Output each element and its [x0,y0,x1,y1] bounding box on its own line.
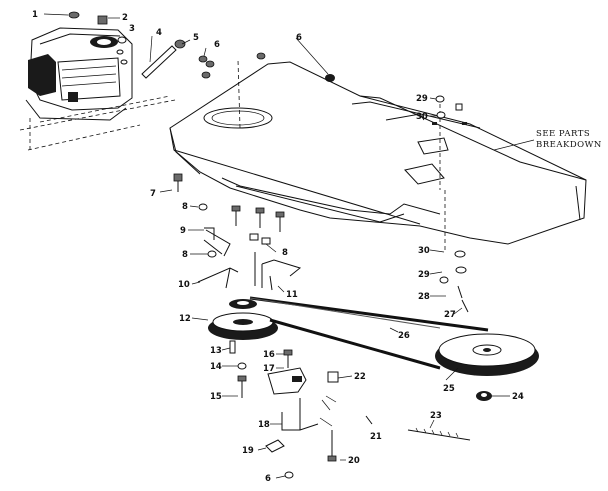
callout-21: 21 [370,432,382,442]
callout-28: 28 [418,292,430,302]
callout-1: 1 [32,10,38,20]
callout-3: 3 [129,24,135,34]
callout-27: 27 [444,310,456,320]
callout-7: 7 [150,189,156,199]
callout-6-b: 6 [296,33,302,43]
callout-29-a: 29 [416,94,428,104]
callout-8-c: 8 [182,250,188,260]
drive-pulley-large [208,312,278,340]
lower-hardware [229,95,492,479]
engine-hardware [68,11,335,82]
callout-26: 26 [398,331,410,341]
driven-pulley [435,333,539,376]
callout-6-a: 6 [214,40,220,50]
callout-14: 14 [210,362,222,372]
callout-9: 9 [180,226,186,236]
callout-23: 23 [430,411,442,421]
callout-30-b: 30 [418,246,430,256]
callout-30-a: 30 [416,112,428,122]
callout-19: 19 [242,446,254,456]
callout-11: 11 [286,290,298,300]
engine [19,27,176,151]
callout-15: 15 [210,392,222,402]
callout-2: 2 [122,13,128,23]
callout-6-c: 6 [265,474,271,484]
note-line-2: BREAKDOWN [536,140,602,150]
callout-22: 22 [354,372,366,382]
callout-8-a: 8 [182,202,188,212]
callout-16: 16 [263,350,275,360]
note-line-1: SEE PARTS [536,129,590,139]
callout-8-b: 8 [282,248,288,258]
callout-5: 5 [193,33,199,43]
callout-24: 24 [512,392,524,402]
callout-20: 20 [348,456,360,466]
drive-belt [249,296,489,370]
leader-lines [43,13,535,479]
callout-29-b: 29 [418,270,430,280]
callout-12: 12 [179,314,191,324]
callout-18: 18 [258,420,270,430]
callout-25: 25 [443,384,455,394]
drive-pulley-small [229,299,257,309]
deck-plate [169,59,587,250]
callout-13: 13 [210,346,222,356]
callout-labels: 1 2 3 4 5 6 6 7 8 9 8 8 10 11 12 13 14 1… [32,10,524,484]
callout-17: 17 [263,364,275,374]
callout-10: 10 [178,280,190,290]
callout-4: 4 [156,28,162,38]
middle-hardware [173,173,302,291]
see-parts-note: SEE PARTS BREAKDOWN [536,129,602,150]
